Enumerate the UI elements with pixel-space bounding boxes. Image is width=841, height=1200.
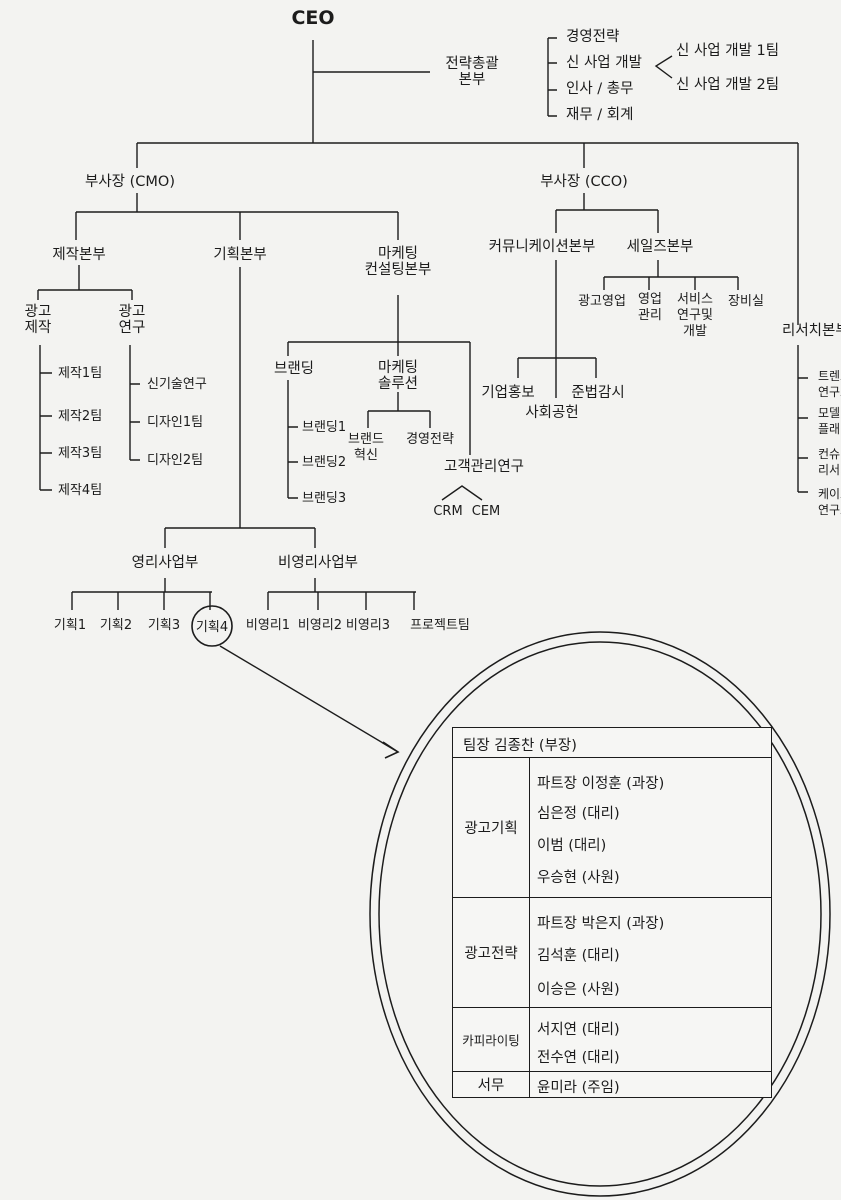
- cem-node: CEM: [471, 504, 501, 519]
- research-team: 디자인1팀: [147, 415, 204, 430]
- team-member: 김석훈 (대리): [537, 948, 620, 964]
- research-unit: 케이스 연구소: [818, 487, 841, 517]
- team-member: 윤미라 (주임): [537, 1080, 620, 1096]
- customer-research-node: 고객관리연구: [443, 459, 525, 475]
- team-section: 광고전략 파트장 박은지 (과장) 김석훈 (대리) 이승은 (사원): [453, 897, 771, 1007]
- team-member: 심은정 (대리): [537, 806, 620, 822]
- strategy-unit: 인사 / 총무: [566, 81, 634, 97]
- team-member: 서지연 (대리): [537, 1022, 620, 1038]
- crm-node: CRM: [433, 504, 463, 519]
- nonprofit-team: 비영리3: [345, 618, 391, 633]
- profit-team-highlighted: 기획4: [195, 620, 229, 635]
- sales-unit: 장비실: [728, 294, 764, 309]
- team-member: 우승현 (사원): [537, 870, 620, 886]
- branding-team: 브랜딩2: [302, 455, 347, 470]
- research-unit: 컨슈머 리서치: [818, 447, 841, 477]
- research-team: 신기술연구: [147, 377, 207, 392]
- comm-unit: 사회공헌: [525, 405, 579, 421]
- comm-unit: 준법감시: [571, 385, 625, 401]
- profit-team: 기획3: [147, 618, 181, 633]
- mgmt-strategy-node: 경영전략: [406, 432, 454, 447]
- strategy-hq-node: 전략총괄 본부: [445, 56, 499, 88]
- branding-team: 브랜딩1: [302, 420, 347, 435]
- team-member: 파트장 이정훈 (과장): [537, 776, 665, 792]
- communication-hq-node: 커뮤니케이션본부: [488, 239, 596, 255]
- production-team: 제작4팀: [58, 483, 103, 498]
- production-team: 제작3팀: [58, 446, 103, 461]
- section-name: 서무: [453, 1072, 530, 1097]
- strategy-unit: 재무 / 회계: [566, 107, 634, 123]
- team-member: 전수연 (대리): [537, 1050, 620, 1066]
- planning-hq-node: 기획본부: [213, 247, 267, 263]
- ad-production-node: 광고 제작: [24, 304, 52, 336]
- cmo-node: 부사장 (CMO): [85, 174, 175, 190]
- brand-innovation-node: 브랜드 혁신: [348, 432, 384, 463]
- research-unit: 트렌드 연구소: [818, 369, 841, 399]
- team-section: 서무 윤미라 (주임): [453, 1071, 771, 1097]
- team-member: 파트장 박은지 (과장): [537, 916, 665, 932]
- ceo-node: CEO: [291, 7, 335, 29]
- cco-node: 부사장 (CCO): [540, 174, 628, 190]
- team-member: 이승은 (사원): [537, 982, 620, 998]
- branding-node: 브랜딩: [273, 361, 315, 377]
- production-team: 제작2팀: [58, 409, 103, 424]
- strategy-unit: 경영전략: [566, 29, 620, 45]
- team-leader: 팀장 김종찬 (부장): [463, 738, 577, 754]
- research-hq-node: 리서치본부: [782, 323, 841, 339]
- comm-unit: 기업홍보: [481, 385, 535, 401]
- section-name: 광고기획: [453, 758, 530, 897]
- production-hq-node: 제작본부: [52, 247, 106, 263]
- branding-team: 브랜딩3: [302, 491, 347, 506]
- nonprofit-team: 비영리2: [297, 618, 343, 633]
- section-name: 카피라이팅: [453, 1008, 530, 1071]
- sales-hq-node: 세일즈본부: [626, 239, 694, 255]
- research-unit: 모델 플래닝: [818, 406, 841, 436]
- sales-unit: 영업 관리: [638, 292, 662, 323]
- nonprofit-division-node: 비영리사업부: [277, 555, 359, 571]
- team-member: 이범 (대리): [537, 838, 607, 854]
- sales-unit: 광고영업: [578, 294, 626, 309]
- profit-team: 기획2: [99, 618, 133, 633]
- profit-division-node: 영리사업부: [131, 555, 199, 571]
- ad-research-node: 광고 연구: [118, 304, 146, 336]
- strategy-unit: 신 사업 개발: [566, 55, 642, 71]
- new-biz-team: 신 사업 개발 2팀: [676, 77, 780, 93]
- profit-team: 기획1: [53, 618, 87, 633]
- section-name: 광고전략: [453, 898, 530, 1007]
- marketing-hq-node: 마케팅 컨설팅본부: [364, 246, 432, 278]
- team-section: 광고기획 파트장 이정훈 (과장) 심은정 (대리) 이범 (대리) 우승현 (…: [453, 757, 771, 897]
- nonprofit-team: 프로젝트팀: [410, 618, 470, 633]
- team-detail-table: 팀장 김종찬 (부장) 광고기획 파트장 이정훈 (과장) 심은정 (대리) 이…: [452, 727, 772, 1098]
- nonprofit-team: 비영리1: [245, 618, 291, 633]
- sales-unit: 서비스 연구및 개발: [677, 292, 713, 339]
- research-team: 디자인2팀: [147, 453, 204, 468]
- team-section: 카피라이팅 서지연 (대리) 전수연 (대리): [453, 1007, 771, 1071]
- marketing-solution-node: 마케팅 솔루션: [377, 360, 419, 392]
- new-biz-team: 신 사업 개발 1팀: [676, 43, 780, 59]
- production-team: 제작1팀: [58, 366, 103, 381]
